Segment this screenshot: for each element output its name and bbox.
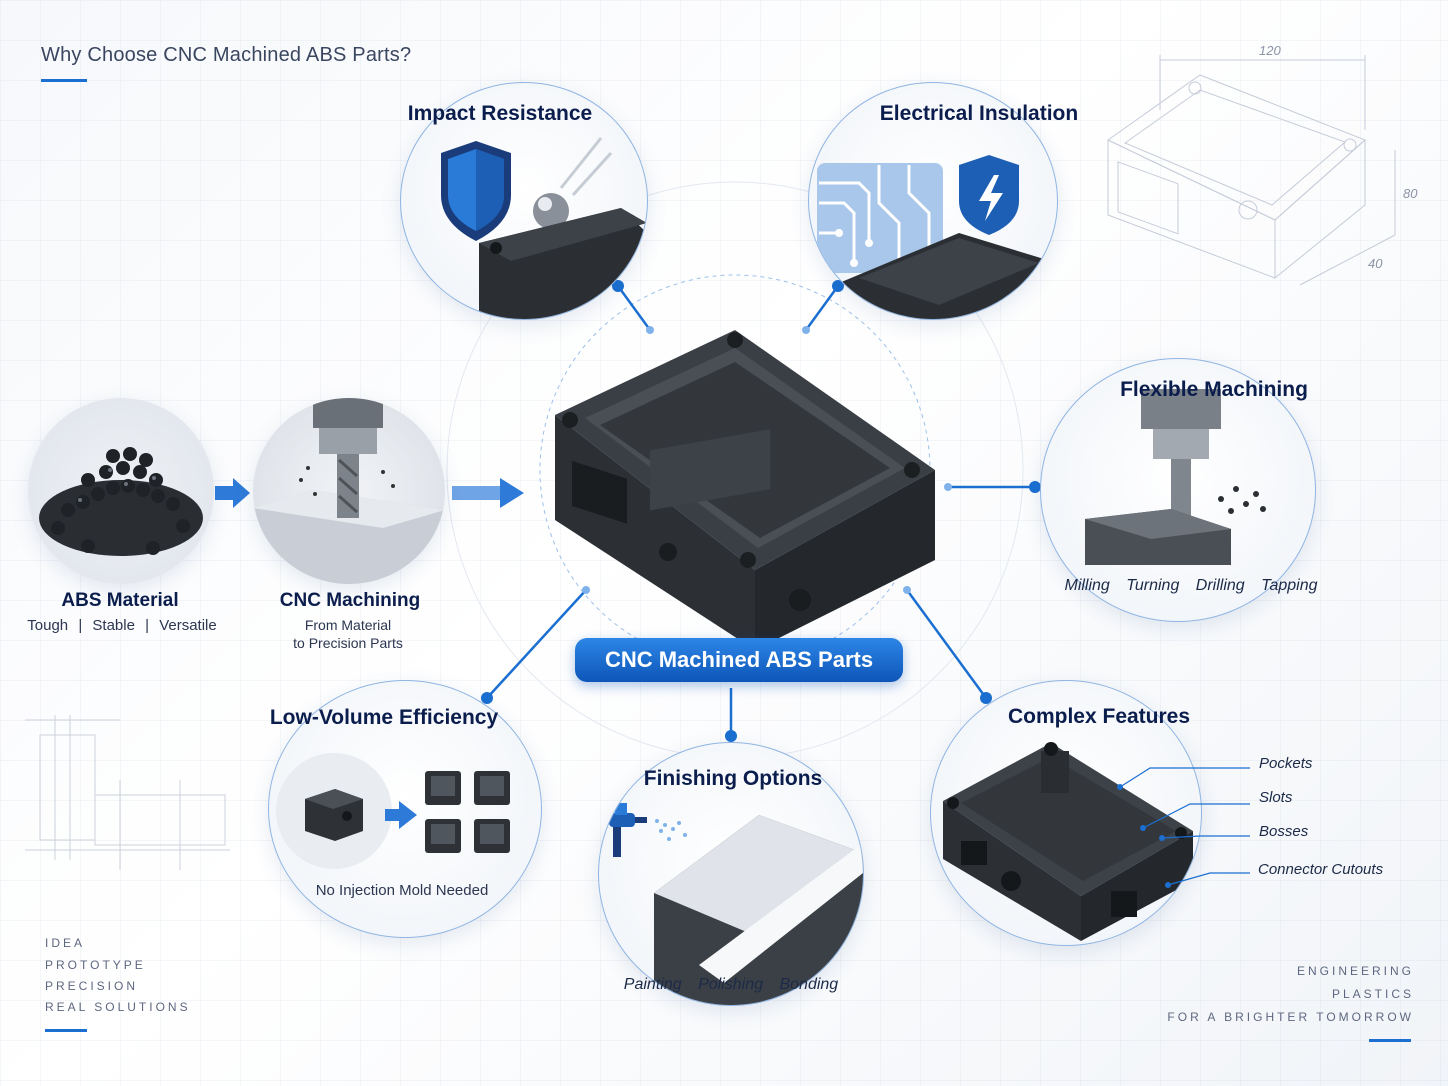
method-drilling: Drilling [1195,577,1245,594]
left-footer-line-1: IDEA [45,936,86,950]
page-title: Why Choose CNC Machined ABS Parts? [41,44,412,66]
cnc-machining-title: CNC Machining [279,590,421,611]
method-turning: Turning [1126,577,1180,594]
impact-resistance-circle [400,82,648,320]
finish-painting: Painting [623,976,682,993]
impact-resistance-title: Impact Resistance [407,102,593,125]
lightning-shield-icon [959,155,1019,235]
callout-bosses: Bosses [1259,823,1309,840]
cnc-machining-subtitle-2: to Precision Parts [293,635,403,651]
complex-features-image [943,742,1193,941]
flexible-machining-methods: Milling Turning Drilling Tapping [1058,577,1323,595]
left-footer-line-2: PROTOTYPE [45,958,146,972]
method-tapping: Tapping [1261,577,1318,594]
right-footer-underline [1369,1039,1411,1042]
callout-connector-cutouts: Connector Cutouts [1258,861,1384,878]
flexible-machining-title: Flexible Machining [1120,378,1308,401]
end-mill-icon [1171,459,1191,521]
flexible-machining-image [1085,389,1266,565]
arrow-right-icon [385,801,417,829]
tag-separator: | [145,617,150,634]
abs-material-circle [28,398,214,584]
center-label-badge: CNC Machined ABS Parts [575,638,903,682]
finishing-methods: Painting Polishing Bonding [618,976,844,994]
abs-pellets-image [39,447,203,556]
electrical-insulation-circle [808,82,1058,320]
flexible-machining-circle [1040,358,1316,622]
finish-polishing: Polishing [698,976,764,993]
tag-separator: | [78,617,83,634]
right-footer-line-1: ENGINEERING [1296,964,1414,978]
complex-features-circle [930,680,1202,946]
left-footer-line-3: PRECISION [45,979,139,993]
tag-stable: Stable [92,617,135,634]
spray-gun-icon [609,803,647,857]
complex-features-title: Complex Features [1007,705,1191,728]
finish-bonding: Bonding [779,976,839,993]
finishing-image [609,803,863,1005]
circuit-board-icon [817,163,943,273]
right-footer-line-3: FOR A BRIGHTER TOMORROW [1167,1010,1414,1024]
dim-height-label: 80 [1403,186,1418,201]
left-footer-underline [45,1029,87,1032]
finishing-options-circle [598,742,864,1006]
electrical-insulation-title: Electrical Insulation [879,102,1079,125]
tag-tough: Tough [27,617,69,634]
abs-material-tags: Tough | Stable | Versatile [27,617,216,634]
title-underline [41,79,87,82]
dim-depth-label: 40 [1368,256,1383,271]
finishing-options-title: Finishing Options [643,767,823,790]
tag-versatile: Versatile [159,617,217,634]
low-volume-image [276,753,510,869]
impact-image [441,137,647,319]
electrical-image [817,155,1057,319]
dim-width-label: 120 [1259,43,1281,58]
low-volume-caption: No Injection Mold Needed [315,882,489,899]
callout-pockets: Pockets [1259,755,1313,772]
shield-icon [441,141,511,241]
cnc-machining-subtitle-1: From Material [304,617,392,633]
method-milling: Milling [1064,577,1110,594]
steel-ball-icon [533,193,569,229]
cnc-machining-image [253,398,445,584]
right-footer-line-2: PLASTICS [1331,987,1414,1001]
callout-slots: Slots [1259,789,1293,806]
abs-material-title: ABS Material [61,590,179,611]
arrow-right-icon [452,478,524,508]
left-footer-line-4: REAL SOLUTIONS [45,1000,191,1014]
cnc-machining-circle [253,398,445,584]
arrow-right-icon [215,478,250,508]
low-volume-title: Low-Volume Efficiency [269,706,499,729]
low-volume-circle [268,680,542,938]
